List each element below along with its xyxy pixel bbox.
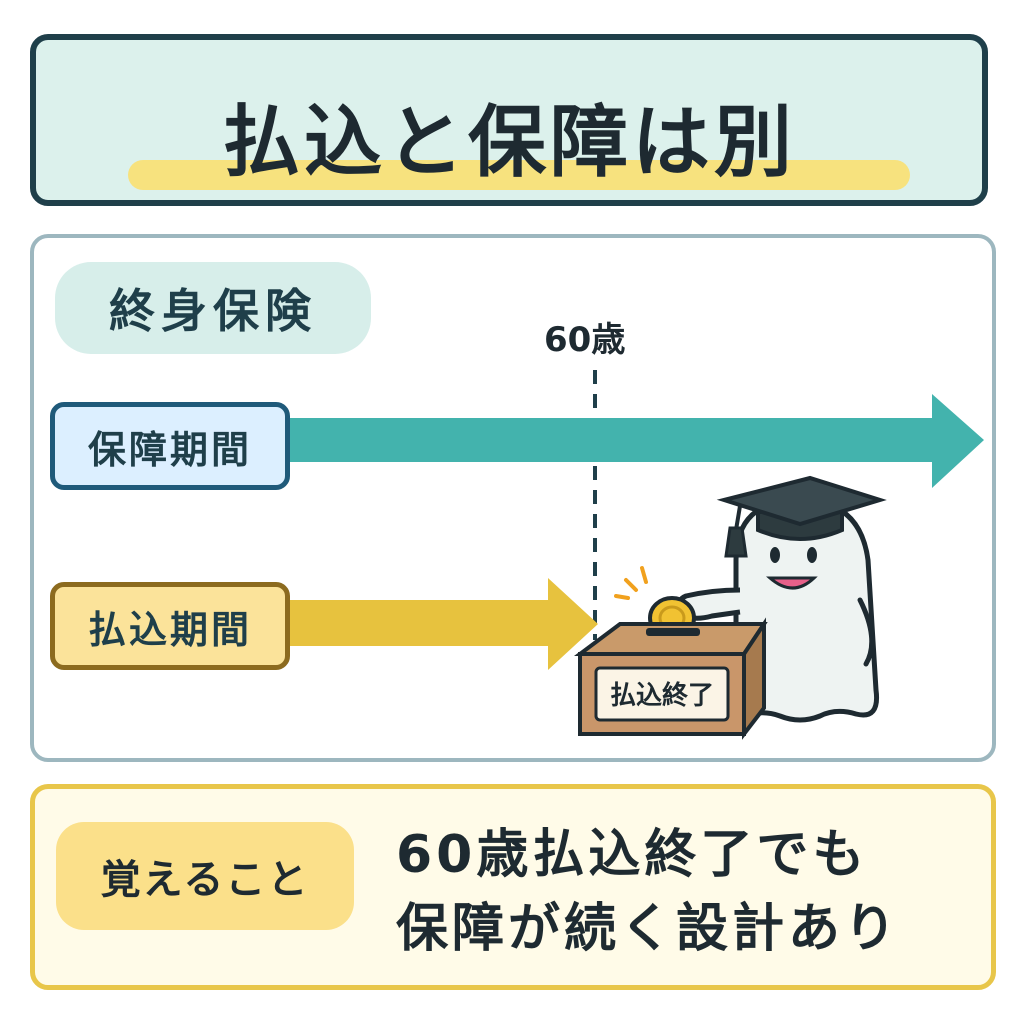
- graduation-cap-icon: [716, 475, 887, 558]
- title-panel: 払込と保障は別: [30, 34, 988, 206]
- donation-box-icon: 払込終了: [574, 617, 768, 740]
- coverage-period-label: 保障期間: [50, 402, 290, 490]
- ghost-eye-right: [807, 547, 817, 563]
- title-highlight: [128, 160, 910, 190]
- category-badge: 終身保険: [55, 262, 371, 354]
- key-point-badge: 覚えること: [56, 822, 354, 930]
- payment-arrow: [290, 578, 598, 670]
- age-marker-label: 60歳: [544, 320, 626, 360]
- key-point-line-1: 60歳払込終了でも: [396, 825, 869, 885]
- coverage-arrow: [290, 394, 984, 488]
- ghost-eye-left: [770, 547, 780, 563]
- payment-period-label: 払込期間: [50, 582, 290, 670]
- donation-box-label: 払込終了: [610, 680, 714, 711]
- key-point-line-2: 保障が続く設計あり: [396, 899, 901, 959]
- ghost-mouth: [765, 576, 818, 590]
- page-title: 払込と保障は別: [221, 98, 796, 188]
